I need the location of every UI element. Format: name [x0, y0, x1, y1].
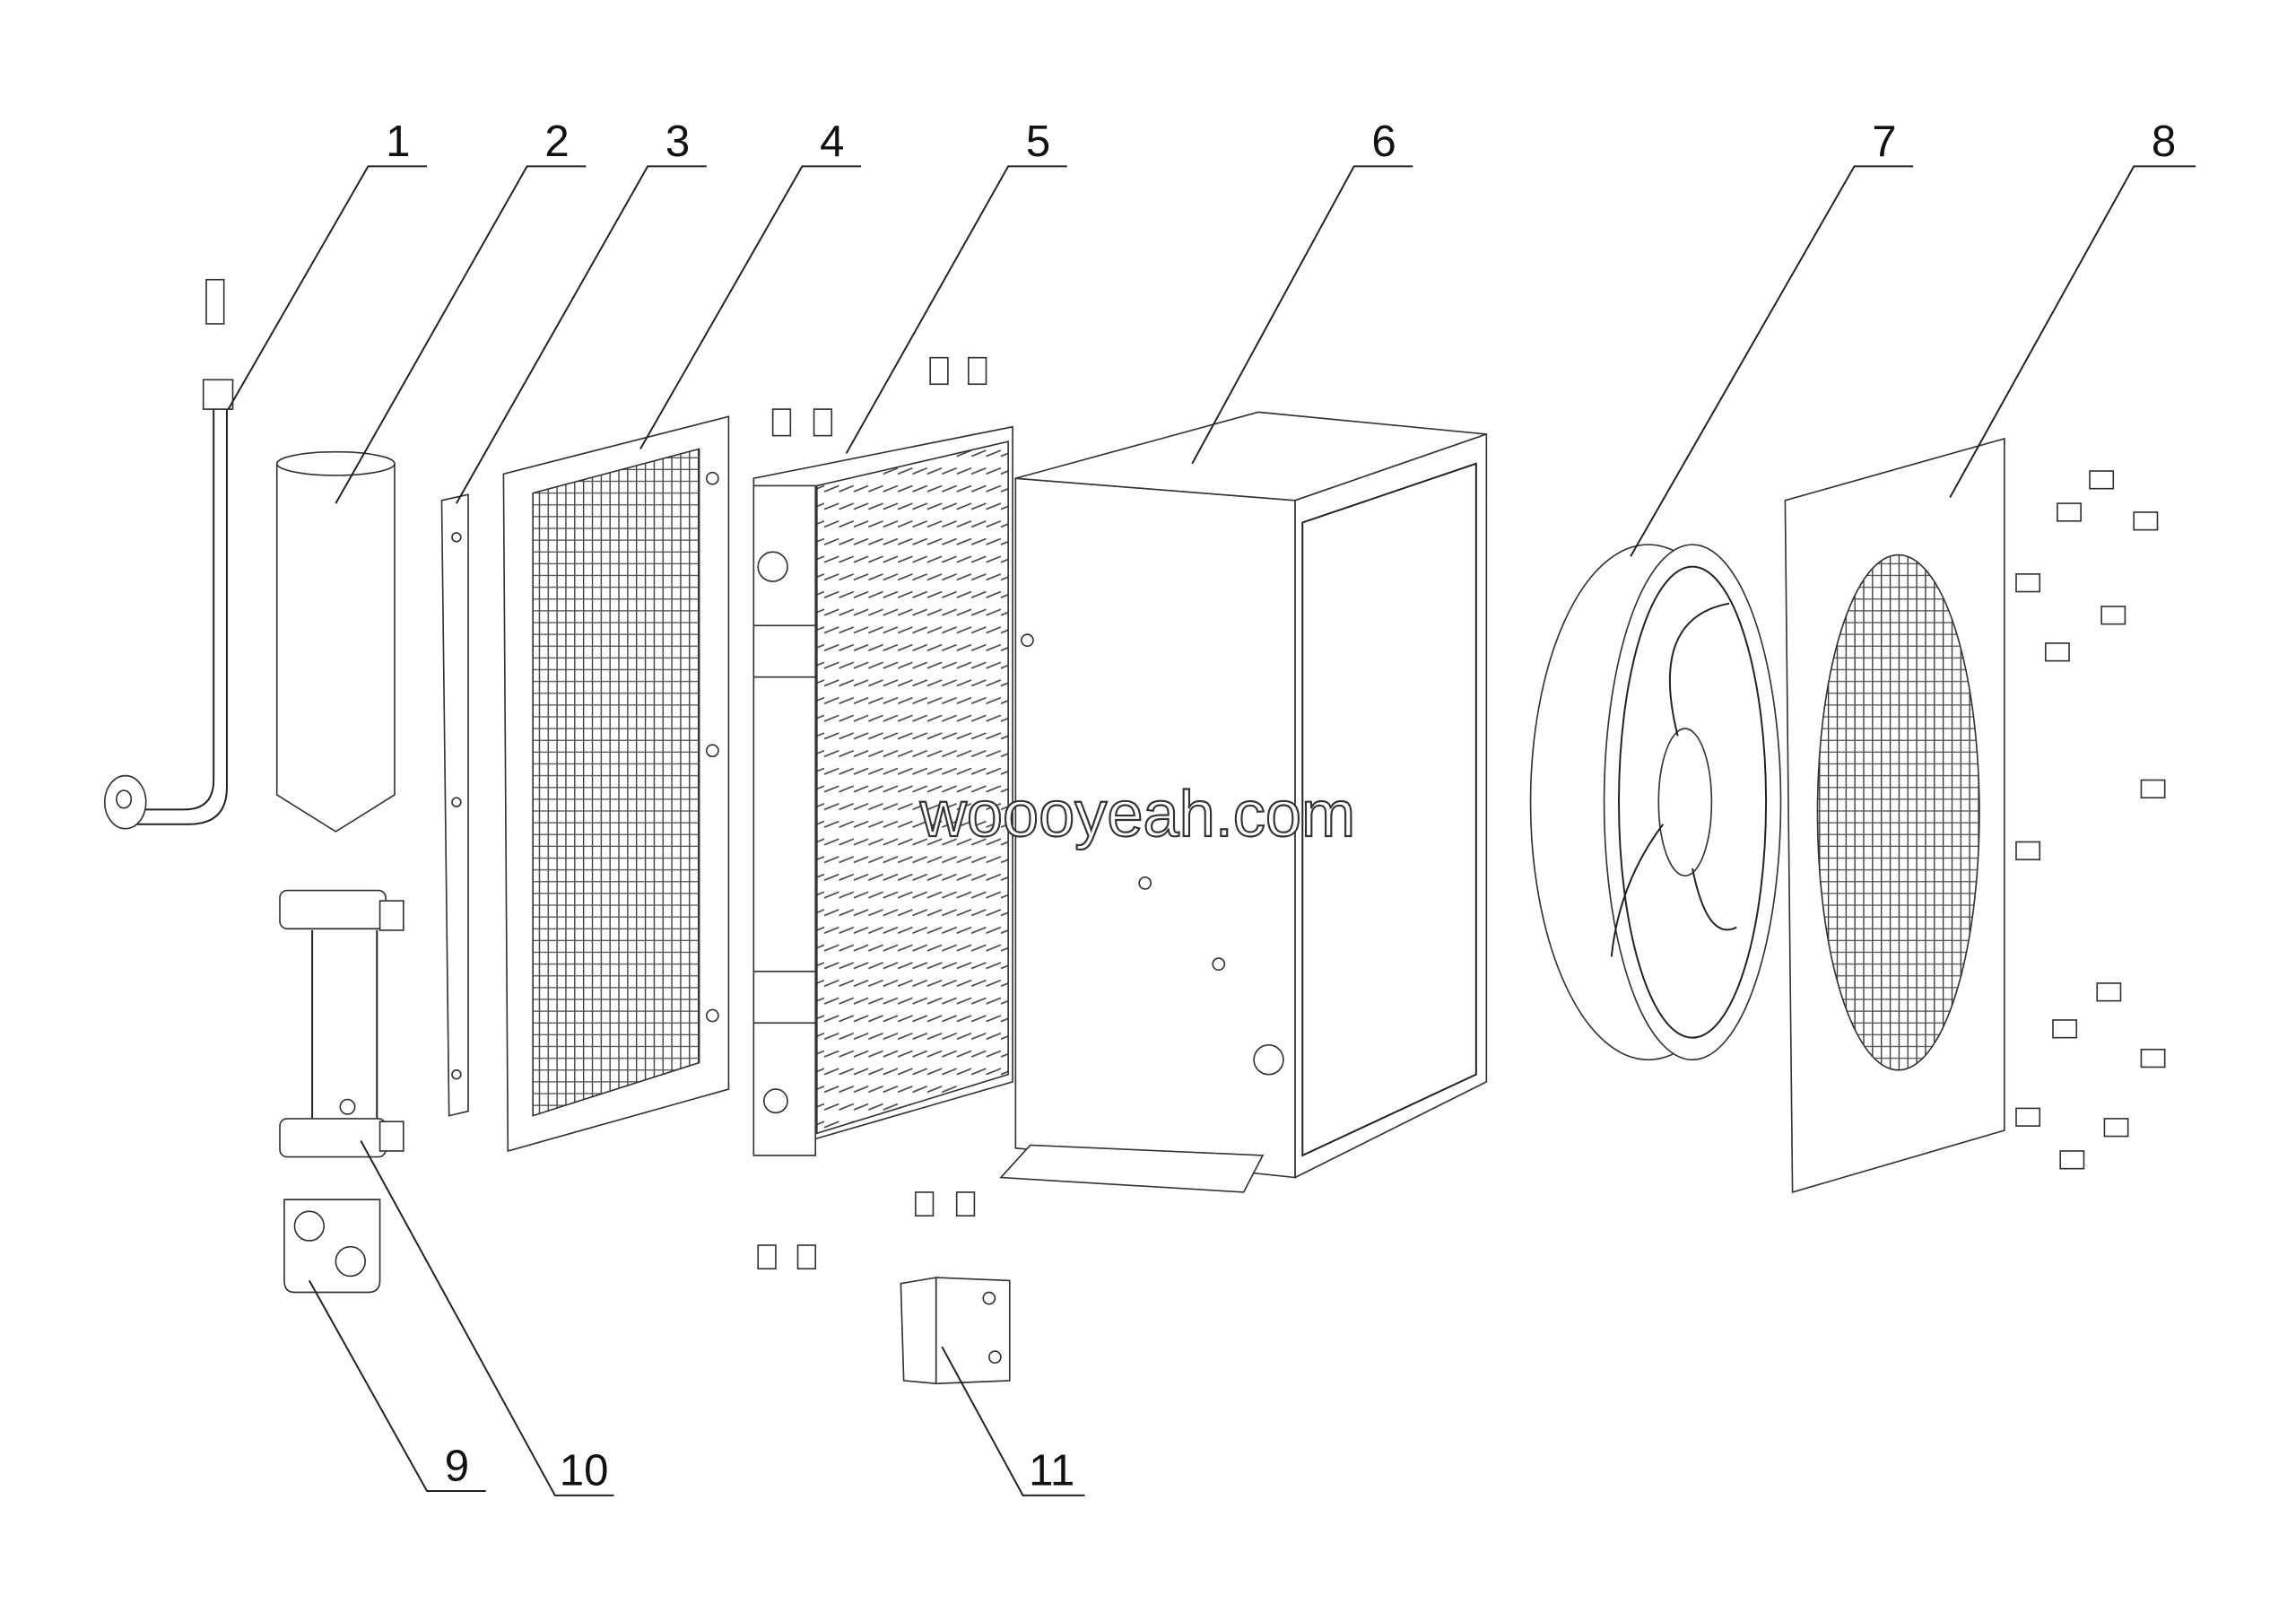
callout-label: 1 [386, 117, 410, 166]
part-3-strip [440, 493, 469, 1117]
part-10-clamp [279, 889, 404, 1158]
watermark: woooyeah.com [919, 779, 1355, 850]
callout-label: 7 [1872, 117, 1896, 166]
part-9-plate [283, 1199, 381, 1294]
callout-label: 2 [544, 117, 569, 166]
part-8-grille [1784, 437, 2166, 1194]
callout-label: 11 [1029, 1445, 1074, 1495]
callout-3: 3 [456, 117, 707, 504]
callout-8: 8 [1949, 117, 2196, 499]
part-1-pipe [103, 278, 234, 830]
callout-10: 10 [360, 1140, 614, 1496]
callout-label: 6 [1371, 117, 1396, 166]
callout-6: 6 [1191, 117, 1413, 465]
callout-5: 5 [845, 117, 1067, 454]
callout-9: 9 [308, 1279, 486, 1492]
callout-label: 9 [445, 1441, 469, 1490]
part-6-housing [999, 411, 1488, 1193]
callout-11: 11 [941, 1346, 1085, 1496]
callout-label: 3 [665, 117, 690, 166]
callout-7: 7 [1630, 117, 1914, 557]
callout-1: 1 [227, 117, 428, 410]
callout-label: 8 [2152, 117, 2176, 166]
callout-label: 10 [560, 1445, 609, 1495]
callout-4: 4 [639, 117, 862, 449]
part-7-fan [1529, 544, 1782, 1061]
callout-2: 2 [335, 117, 587, 504]
part-2-drier [275, 450, 396, 833]
part-4-mesh-frame [502, 415, 730, 1153]
part-5-condenser [752, 356, 1013, 1270]
part-11-bracket [900, 1277, 1011, 1385]
callout-label: 5 [1026, 117, 1050, 166]
callout-label: 4 [820, 117, 844, 166]
